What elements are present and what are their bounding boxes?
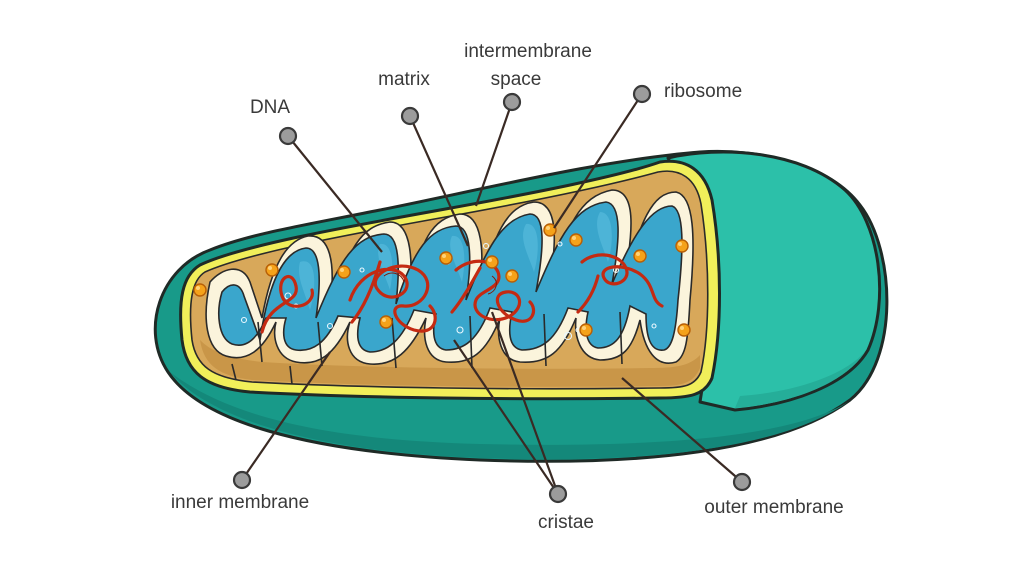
pointer-dots bbox=[232, 84, 752, 504]
ribosome-particle bbox=[633, 249, 647, 263]
leader-dna bbox=[287, 135, 383, 253]
ribosome-particle bbox=[265, 263, 279, 277]
ribosome-particle bbox=[677, 323, 691, 337]
label-dna: DNA bbox=[250, 97, 290, 118]
pointer-dot-ribosome bbox=[632, 84, 652, 104]
pointer-dot-inner-membrane bbox=[232, 470, 252, 490]
leader-cristae-a bbox=[453, 339, 559, 495]
pointer-dot-matrix bbox=[400, 106, 420, 126]
dna-strands bbox=[260, 253, 664, 334]
ribosome-particle bbox=[543, 223, 557, 237]
label-outer-membrane: outer membrane bbox=[704, 497, 843, 518]
ribosome-particle bbox=[485, 255, 499, 269]
matrix-region bbox=[218, 201, 683, 353]
leader-cristae-b bbox=[490, 311, 560, 495]
ribosome-particle bbox=[337, 265, 351, 279]
pointer-dot-intermembrane-space bbox=[502, 92, 522, 112]
leader-lines bbox=[241, 93, 743, 495]
ribosome-particle bbox=[439, 251, 453, 265]
label-intermembrane-line2: space bbox=[491, 69, 542, 90]
leader-ribosome bbox=[553, 93, 643, 229]
cristae-walls bbox=[231, 311, 623, 385]
label-inner-membrane: inner membrane bbox=[171, 492, 309, 513]
pointer-dot-dna bbox=[278, 126, 298, 146]
ribosome-particle bbox=[579, 323, 593, 337]
label-ribosome: ribosome bbox=[664, 81, 742, 102]
pointer-dot-outer-membrane bbox=[732, 472, 752, 492]
ribosome-particle bbox=[379, 315, 393, 329]
leader-inner-membrane bbox=[241, 351, 331, 481]
ribosomes bbox=[193, 223, 691, 337]
pointer-dot-cristae bbox=[548, 484, 568, 504]
ribosome-particle bbox=[193, 283, 207, 297]
labels: intermembrane space matrix DNA ribosome … bbox=[171, 41, 844, 533]
ribosome-particle bbox=[675, 239, 689, 253]
label-cristae: cristae bbox=[538, 512, 594, 533]
label-matrix: matrix bbox=[378, 69, 430, 90]
ribosome-particle bbox=[569, 233, 583, 247]
leader-matrix bbox=[408, 115, 470, 247]
label-intermembrane-line1: intermembrane bbox=[464, 41, 592, 62]
ribosome-particle bbox=[505, 269, 519, 283]
leader-outer-membrane bbox=[621, 377, 743, 483]
leader-intermembrane-space bbox=[474, 101, 514, 207]
